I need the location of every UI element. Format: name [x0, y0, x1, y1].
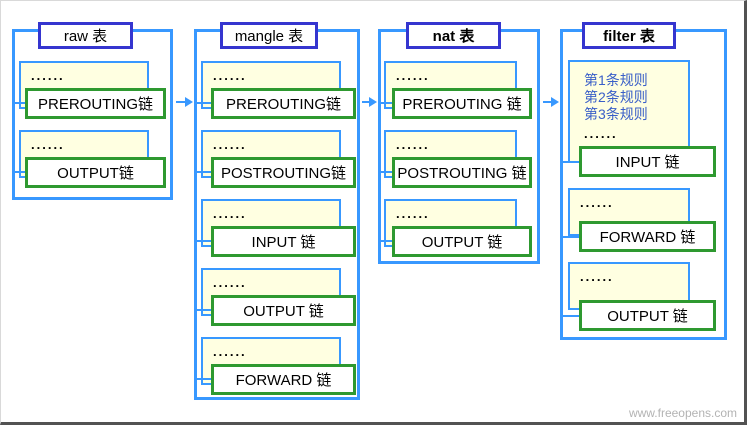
chain-group-filter-output: ...... OUTPUT 链 — [562, 262, 727, 331]
nat-table-title: nat 表 — [406, 22, 501, 49]
connector-line — [195, 102, 214, 104]
ellipsis-text: ...... — [31, 137, 65, 152]
chain-box-filter-output: OUTPUT 链 — [579, 300, 716, 331]
ellipsis-text: ...... — [213, 344, 247, 359]
ellipsis-text: ...... — [213, 68, 247, 83]
chain-group-filter-input: 第1条规则 第2条规则 第3条规则 ...... INPUT 链 — [562, 60, 727, 177]
chain-box-nat-prerouting: PREROUTING 链 — [392, 88, 532, 119]
connector-line — [378, 102, 395, 104]
mangle-table-title: mangle 表 — [220, 22, 318, 49]
connector-line — [562, 236, 582, 238]
connector-line — [195, 309, 214, 311]
ellipsis-text: ...... — [580, 195, 614, 210]
chain-box-filter-forward: FORWARD 链 — [579, 221, 716, 252]
connector-line — [562, 161, 582, 163]
rules-note: 第1条规则 第2条规则 第3条规则 ...... — [568, 60, 690, 163]
chain-box-raw-output: OUTPUT链 — [25, 157, 166, 188]
chain-group-mangle-postrouting: ...... POSTROUTING链 — [195, 130, 356, 188]
connector-line — [195, 240, 214, 242]
connector-line — [13, 171, 28, 173]
chain-group-mangle-forward: ...... FORWARD 链 — [195, 337, 356, 395]
rule-item: 第1条规则 — [584, 72, 648, 88]
chain-group-nat-postrouting: ...... POSTROUTING 链 — [378, 130, 532, 188]
ellipsis-text: ...... — [584, 126, 618, 141]
watermark: www.freeopens.com — [628, 406, 737, 420]
chain-box-mangle-output: OUTPUT 链 — [211, 295, 356, 326]
ellipsis-text: ...... — [213, 275, 247, 290]
ellipsis-text: ...... — [396, 137, 430, 152]
connector-line — [195, 378, 214, 380]
chain-box-mangle-postrouting: POSTROUTING链 — [211, 157, 356, 188]
chain-group-filter-forward: ...... FORWARD 链 — [562, 188, 727, 252]
filter-table-title: filter 表 — [582, 22, 676, 49]
flow-arrow-nat-to-filter-icon — [543, 97, 559, 107]
chain-group-raw-output: ...... OUTPUT链 — [13, 130, 166, 188]
connector-line — [13, 102, 28, 104]
ellipsis-text: ...... — [396, 206, 430, 221]
connector-line — [378, 171, 395, 173]
connector-line — [378, 240, 395, 242]
ellipsis-text: ...... — [580, 269, 614, 284]
chain-box-mangle-prerouting: PREROUTING链 — [211, 88, 356, 119]
connector-line — [195, 171, 214, 173]
ellipsis-text: ...... — [213, 206, 247, 221]
chain-box-mangle-forward: FORWARD 链 — [211, 364, 356, 395]
ellipsis-text: ...... — [31, 68, 65, 83]
flow-arrow-mangle-to-nat-icon — [362, 97, 377, 107]
chain-box-nat-postrouting: POSTROUTING 链 — [392, 157, 532, 188]
chain-group-nat-prerouting: ...... PREROUTING 链 — [378, 61, 532, 119]
ellipsis-text: ...... — [396, 68, 430, 83]
chain-box-filter-input: INPUT 链 — [579, 146, 716, 177]
rule-item: 第2条规则 — [584, 89, 648, 105]
chain-box-mangle-input: INPUT 链 — [211, 226, 356, 257]
chain-group-nat-output: ...... OUTPUT 链 — [378, 199, 532, 257]
chain-box-nat-output: OUTPUT 链 — [392, 226, 532, 257]
flow-arrow-raw-to-mangle-icon — [176, 97, 193, 107]
connector-line — [562, 315, 582, 317]
chain-group-mangle-output: ...... OUTPUT 链 — [195, 268, 356, 326]
chain-group-raw-prerouting: ...... PREROUTING链 — [13, 61, 166, 119]
ellipsis-text: ...... — [213, 137, 247, 152]
chain-box-raw-prerouting: PREROUTING链 — [25, 88, 166, 119]
chain-group-mangle-prerouting: ...... PREROUTING链 — [195, 61, 356, 119]
chain-group-mangle-input: ...... INPUT 链 — [195, 199, 356, 257]
rule-item: 第3条规则 — [584, 106, 648, 122]
raw-table-title: raw 表 — [38, 22, 133, 49]
